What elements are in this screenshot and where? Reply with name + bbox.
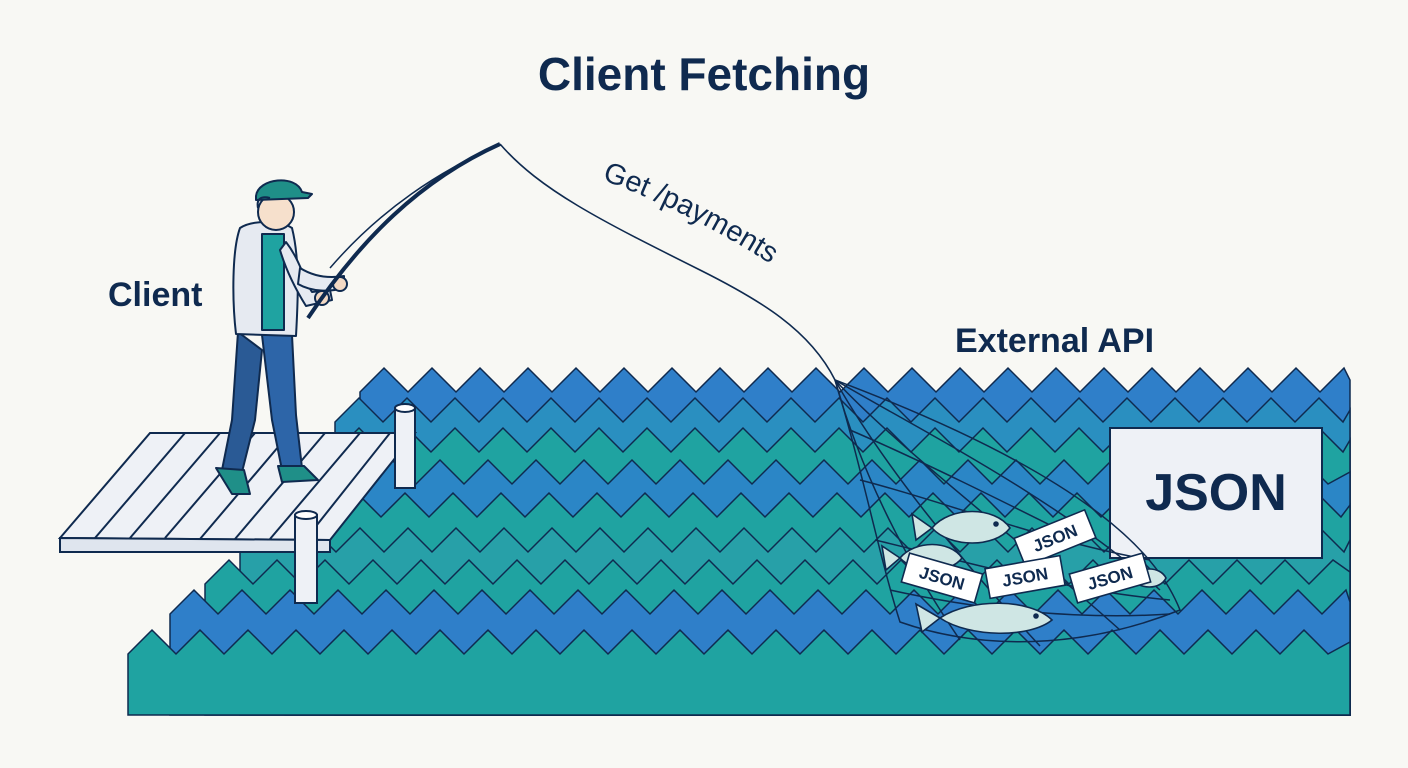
water-waves — [127, 366, 1351, 716]
client-label: Client — [108, 276, 202, 314]
fishing-rod-icon — [306, 142, 836, 381]
json-tag: JSON — [1068, 552, 1152, 604]
json-box: JSON — [1109, 427, 1323, 559]
fish-icon — [910, 510, 1011, 544]
fisherman-icon — [215, 179, 348, 495]
wave-band — [127, 628, 1351, 716]
json-tag: JSON — [900, 552, 984, 604]
request-label: Get /payments — [599, 156, 783, 269]
json-box-label: JSON — [1145, 464, 1287, 522]
fish-icon — [914, 602, 1054, 635]
external-api-label: External API — [955, 322, 1154, 360]
json-tag: JSON — [984, 554, 1066, 600]
diagram-title: Client Fetching — [538, 48, 870, 100]
